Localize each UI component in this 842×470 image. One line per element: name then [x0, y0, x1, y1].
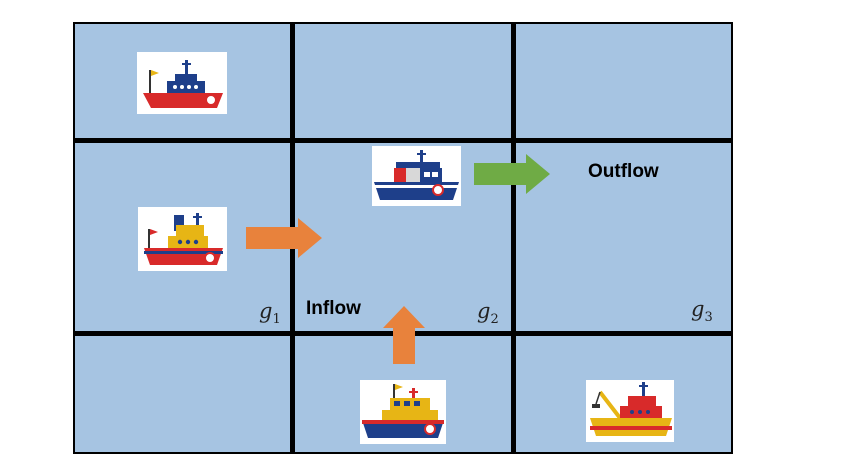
crane-boat-icon — [590, 382, 672, 436]
outflow-arrow-right — [474, 154, 550, 194]
cell-label-base: g — [691, 297, 705, 321]
ship-bottom-right — [586, 380, 674, 442]
cell-label-sub: 2 — [490, 312, 499, 328]
cell-label-g1: g1 — [259, 299, 281, 327]
cell-label-g3: g3 — [691, 297, 713, 325]
arrow-right-icon — [474, 154, 550, 194]
cell-label-sub: 1 — [272, 312, 281, 328]
grid-line-vertical-2 — [511, 24, 516, 452]
ship-bottom-center — [360, 380, 446, 444]
outflow-label: Outflow — [588, 161, 659, 182]
arrow-up-icon — [383, 306, 425, 364]
grid-line-horizontal-1 — [75, 138, 731, 143]
inflow-arrow-right — [246, 218, 322, 258]
cell-label-sub: 3 — [704, 310, 713, 326]
boat-icon — [374, 150, 459, 200]
ship-top-left — [137, 52, 227, 114]
arrow-right-icon — [246, 218, 322, 258]
inflow-label: Inflow — [306, 298, 361, 319]
ship-middle-left — [138, 207, 227, 271]
tugboat-icon — [143, 60, 223, 108]
cell-label-base: g — [259, 299, 273, 323]
inflow-arrow-up — [383, 306, 425, 364]
cell-label-g2: g2 — [477, 299, 499, 327]
ship-center — [372, 146, 461, 206]
cell-label-base: g — [477, 299, 491, 323]
tugboat-icon — [144, 213, 223, 265]
tugboat-icon — [362, 384, 444, 438]
